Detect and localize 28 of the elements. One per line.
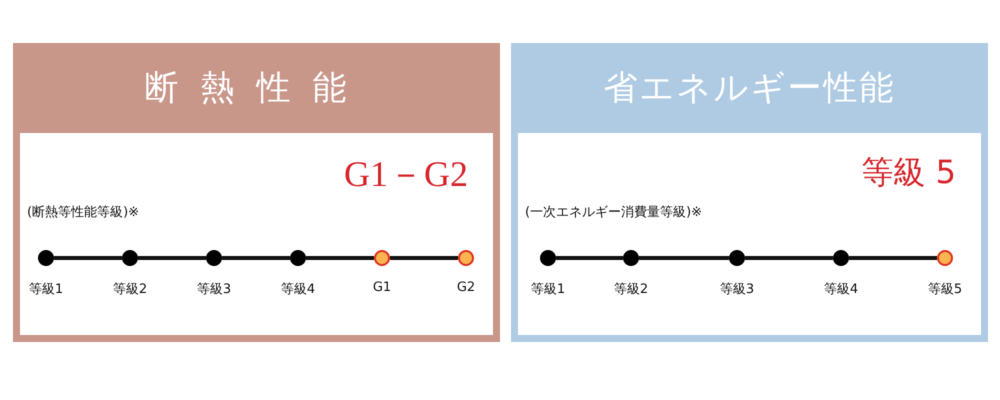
panel-heading: 断熱性能 <box>144 67 370 110</box>
grade-label: G1 <box>372 280 392 295</box>
grade-value: G1－G2 <box>344 155 468 195</box>
grade-label: G2 <box>456 280 476 295</box>
grade-label: 等級5 <box>926 281 964 298</box>
connector-line <box>639 256 729 260</box>
grade-label: 等級2 <box>112 281 148 298</box>
grade-label: 等級4 <box>822 281 860 298</box>
connector-line <box>222 256 290 260</box>
grade-value: 等級 5 <box>861 155 956 190</box>
connector-line <box>138 256 206 260</box>
note-text: (一次エネルギー消費量等級)※ <box>525 204 702 221</box>
connector-line <box>556 256 623 260</box>
connector-line <box>745 256 833 260</box>
grade-label: 等級2 <box>612 281 650 298</box>
grade-label: 等級1 <box>28 281 64 298</box>
connector-line <box>849 256 937 260</box>
connector-line <box>390 256 458 260</box>
panel <box>511 43 988 342</box>
grade-label: 等級3 <box>718 281 756 298</box>
note-text: (断熱等性能等級)※ <box>27 204 140 221</box>
panel-heading: 省エネルギー性能 <box>602 67 896 110</box>
grade-label: 等級4 <box>280 281 316 298</box>
grade-label: 等級3 <box>196 281 232 298</box>
grade-label: 等級1 <box>530 281 566 298</box>
panel <box>13 43 500 342</box>
connector-line <box>306 256 374 260</box>
connector-line <box>54 256 122 260</box>
